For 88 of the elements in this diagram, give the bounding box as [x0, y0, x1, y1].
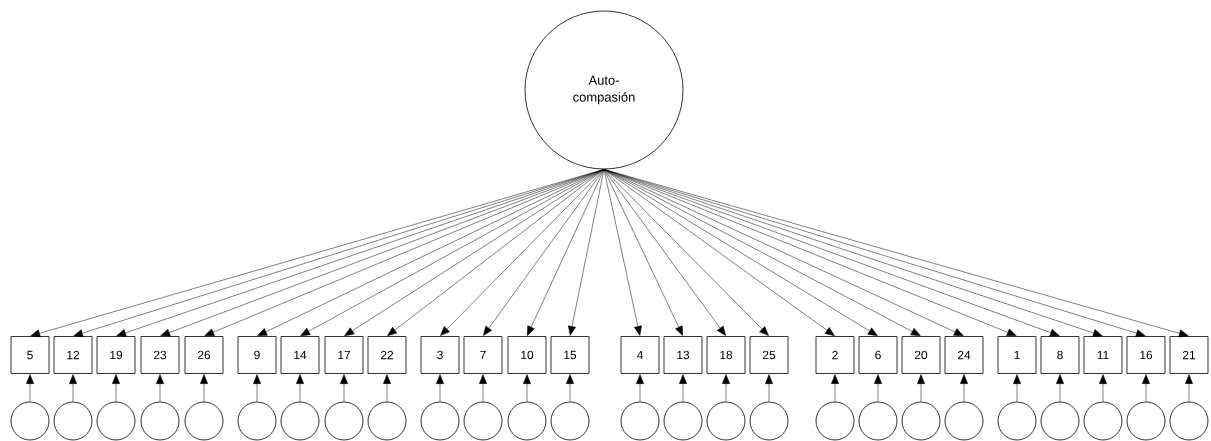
arrow	[253, 374, 261, 402]
error-circle	[997, 401, 1037, 441]
arrow	[568, 169, 605, 336]
item-box: 2	[815, 336, 855, 374]
error-circle	[53, 401, 93, 441]
error-circle	[367, 401, 407, 441]
item-box: 26	[184, 336, 224, 374]
arrow	[603, 169, 726, 336]
arrow	[765, 374, 773, 402]
item-box: 11	[1083, 336, 1123, 374]
item-box: 10	[507, 336, 547, 374]
arrow	[566, 374, 574, 402]
item-box: 24	[944, 336, 984, 374]
arrow	[960, 374, 968, 402]
error-circle	[1083, 401, 1123, 441]
item-box: 19	[96, 336, 136, 374]
error-circle	[280, 401, 320, 441]
arrow	[383, 374, 391, 402]
arrow	[112, 374, 120, 402]
error-circle	[96, 401, 136, 441]
error-circle	[420, 401, 460, 441]
error-circle	[184, 401, 224, 441]
arrow	[603, 169, 683, 336]
item-box: 17	[324, 336, 364, 374]
item-box: 6	[858, 336, 898, 374]
arrow	[200, 374, 208, 402]
error-circle	[858, 401, 898, 441]
arrow	[603, 169, 769, 336]
arrow	[1099, 374, 1107, 402]
error-circle	[140, 401, 180, 441]
item-box: 22	[367, 336, 407, 374]
arrow	[340, 374, 348, 402]
item-box: 21	[1169, 336, 1209, 374]
arrow	[831, 374, 839, 402]
item-box: 25	[749, 336, 789, 374]
item-box: 23	[140, 336, 180, 374]
arrow	[1013, 374, 1021, 402]
arrow	[636, 374, 644, 402]
item-box: 18	[706, 336, 746, 374]
arrow	[603, 169, 642, 336]
item-box: 14	[280, 336, 320, 374]
error-circle	[749, 401, 789, 441]
arrow	[722, 374, 730, 402]
arrow	[603, 169, 835, 336]
arrow	[523, 374, 531, 402]
item-box: 15	[550, 336, 590, 374]
error-circle	[901, 401, 941, 441]
item-box: 16	[1126, 336, 1166, 374]
error-circle	[324, 401, 364, 441]
item-box: 1	[997, 336, 1037, 374]
item-box: 20	[901, 336, 941, 374]
arrow	[436, 374, 444, 402]
error-circle	[507, 401, 547, 441]
error-circle	[944, 401, 984, 441]
item-box: 7	[463, 336, 503, 374]
error-circle	[463, 401, 503, 441]
arrow	[527, 169, 605, 336]
arrow	[917, 374, 925, 402]
error-circle	[1126, 401, 1166, 441]
arrow	[440, 169, 605, 336]
arrow	[69, 374, 77, 402]
arrow	[483, 169, 605, 336]
error-circle	[237, 401, 277, 441]
arrow	[479, 374, 487, 402]
error-circle	[1169, 401, 1209, 441]
arrow	[156, 374, 164, 402]
arrow	[1142, 374, 1150, 402]
item-box: 4	[620, 336, 660, 374]
error-circle	[10, 401, 50, 441]
error-circle	[815, 401, 855, 441]
item-box: 5	[10, 336, 50, 374]
arrow	[387, 169, 605, 336]
item-box: 8	[1040, 336, 1080, 374]
item-box: 12	[53, 336, 93, 374]
item-box: 9	[237, 336, 277, 374]
item-box: 3	[420, 336, 460, 374]
item-box: 13	[663, 336, 703, 374]
error-circle	[620, 401, 660, 441]
arrow	[874, 374, 882, 402]
arrow	[679, 374, 687, 402]
error-circle	[550, 401, 590, 441]
arrow	[26, 374, 34, 402]
error-circle	[663, 401, 703, 441]
error-circle	[1040, 401, 1080, 441]
arrow	[1185, 374, 1193, 402]
arrow	[1056, 374, 1064, 402]
arrow	[296, 374, 304, 402]
error-circle	[706, 401, 746, 441]
